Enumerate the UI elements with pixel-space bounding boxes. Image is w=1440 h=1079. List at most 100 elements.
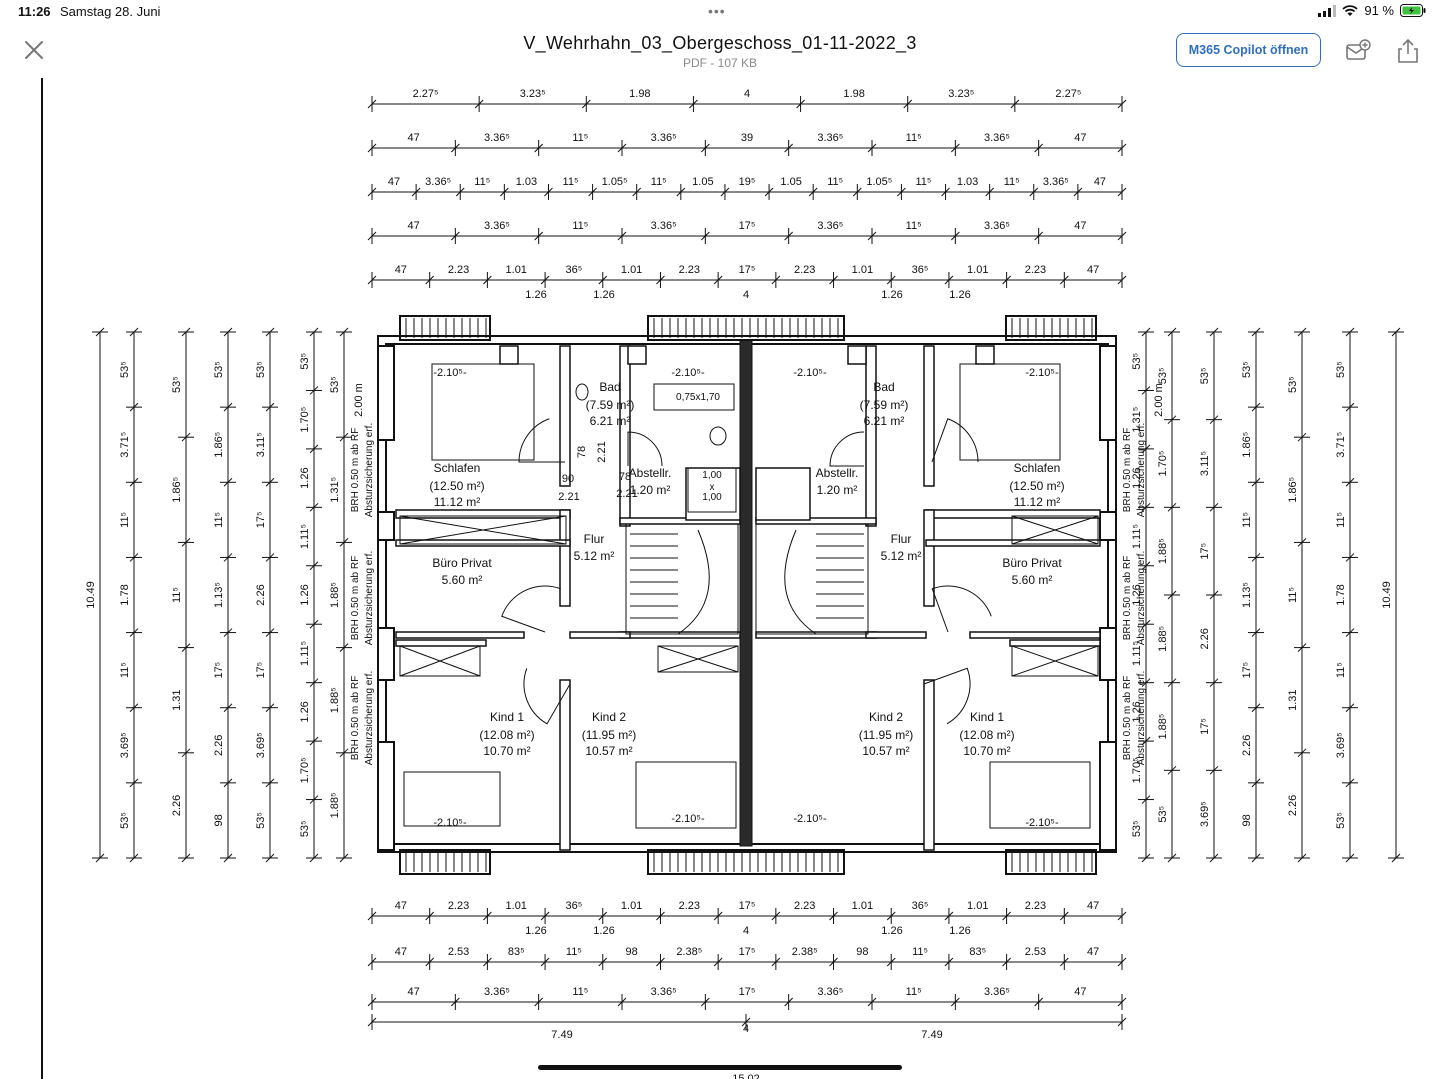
dimension-tick bbox=[1034, 997, 1044, 1007]
dimension-label: 1.26 bbox=[299, 701, 311, 722]
dimension-tick bbox=[181, 327, 191, 337]
dimension-label: 3.69⁵ bbox=[1335, 732, 1347, 758]
dimension-label: 53⁵ bbox=[1157, 806, 1169, 823]
dimension-tick bbox=[1059, 275, 1069, 285]
cabinet-cross bbox=[1011, 515, 1099, 545]
dimension-label: 98 bbox=[213, 814, 225, 826]
room-area-net: 10.57 m² bbox=[862, 744, 909, 758]
dimension-tick bbox=[1297, 748, 1307, 758]
dimension-tick bbox=[1345, 853, 1355, 863]
dimension-label: 11⁵ bbox=[474, 176, 490, 188]
dimension-label: 1.70⁵ bbox=[299, 407, 311, 433]
door-swing bbox=[627, 431, 663, 467]
dimension-label: 1.88⁵ bbox=[1157, 538, 1169, 564]
room-area-net: 11.12 m² bbox=[1014, 495, 1060, 509]
dimension-label: 98 bbox=[1241, 814, 1253, 826]
dimension-label: 4 bbox=[743, 925, 749, 937]
dimension-tick bbox=[1391, 327, 1401, 337]
door-dimension-label: 2.21 bbox=[558, 491, 579, 503]
dimension-tick bbox=[1345, 327, 1355, 337]
room-name: Kind 2 bbox=[592, 710, 626, 724]
dimension-tick bbox=[1209, 590, 1219, 600]
dimension-tick bbox=[829, 275, 838, 285]
dimension-tick bbox=[367, 99, 377, 109]
dimension-label: 1.13⁵ bbox=[1241, 582, 1253, 608]
window-height-label: -2.10⁵- bbox=[433, 367, 467, 379]
window-height-label: -2.10⁵- bbox=[793, 367, 827, 379]
dormer-bottom bbox=[399, 849, 491, 875]
dimension-tick bbox=[540, 275, 550, 285]
home-indicator[interactable] bbox=[538, 1065, 902, 1070]
built-in-cabinet bbox=[1011, 645, 1099, 677]
interior-wall bbox=[975, 345, 995, 365]
dimension-tick bbox=[309, 386, 319, 395]
dimension-label: 39 bbox=[741, 132, 753, 144]
dimension-tick bbox=[676, 187, 686, 197]
dimension-label: 36⁵ bbox=[912, 264, 929, 276]
stair bbox=[755, 523, 869, 635]
dimension-tick bbox=[1167, 765, 1177, 775]
dimension-label: 1.01 bbox=[621, 900, 642, 912]
dimension-tick bbox=[632, 187, 642, 197]
status-bar: 11:26 Samstag 28. Juni ••• 91 % bbox=[0, 0, 1440, 26]
dimension-tick bbox=[367, 143, 377, 153]
dimension-label: 47 bbox=[395, 264, 407, 276]
dimension-label: 3.36⁵ bbox=[484, 132, 510, 144]
dimension-tick bbox=[1117, 275, 1127, 285]
copilot-button[interactable]: M365 Copilot öffnen bbox=[1176, 33, 1321, 67]
dimension-label: 3.36⁵ bbox=[817, 132, 843, 144]
dimension-tick bbox=[1345, 553, 1355, 562]
dimension-label: 3.36⁵ bbox=[484, 986, 510, 998]
status-indicators: 91 % bbox=[1318, 3, 1426, 18]
dimension-label: 11⁵ bbox=[915, 176, 931, 188]
dimension-tick bbox=[339, 538, 349, 547]
dimension-label: 47 bbox=[395, 946, 407, 958]
dimension-tick bbox=[1297, 432, 1307, 442]
dimension-label: 1.26 bbox=[299, 467, 311, 488]
window-height-label: -2.10⁵- bbox=[671, 813, 705, 825]
room-area-gross: (12.08 m²) bbox=[479, 728, 534, 742]
dimension-tick bbox=[897, 187, 906, 197]
dimension-label: 2.23 bbox=[1025, 900, 1046, 912]
dimension-label: 98 bbox=[856, 946, 868, 958]
dimension-tick bbox=[450, 143, 460, 153]
dimension-tick bbox=[985, 187, 995, 197]
party-wall bbox=[739, 339, 753, 847]
dimension-label: 11⁵ bbox=[912, 946, 928, 958]
interior-wall bbox=[395, 639, 487, 647]
dimension-label: 17⁵ bbox=[739, 900, 756, 912]
door-dimension-label: 2.21 bbox=[616, 488, 637, 500]
dimension-label: 1.01 bbox=[506, 264, 527, 276]
sink-icon bbox=[575, 383, 589, 401]
interior-wall bbox=[923, 679, 935, 851]
share-icon[interactable] bbox=[1395, 38, 1421, 64]
cabinet-cross bbox=[657, 645, 739, 673]
dimension-tick bbox=[1141, 561, 1151, 571]
toilet-icon bbox=[709, 426, 727, 446]
dimension-label: 11⁵ bbox=[906, 132, 922, 144]
dimension-label: 3.69⁵ bbox=[119, 732, 131, 758]
dimension-tick bbox=[309, 444, 319, 454]
dimension-label: 1.26 bbox=[949, 289, 970, 301]
dimension-label: 17⁵ bbox=[1199, 718, 1211, 735]
dimension-tick bbox=[483, 275, 492, 285]
dimension-label: 3.36⁵ bbox=[651, 132, 677, 144]
window-height-label: -2.10⁵- bbox=[433, 817, 467, 829]
side-wall-right bbox=[1099, 627, 1117, 681]
dimension-tick bbox=[1209, 327, 1219, 337]
interior-wall bbox=[755, 467, 811, 521]
dimension-label: 3.36⁵ bbox=[817, 220, 843, 232]
mail-add-icon[interactable] bbox=[1345, 38, 1371, 64]
dimension-label: 1.26 bbox=[881, 289, 902, 301]
dimension-label: 1.86⁵ bbox=[171, 477, 183, 503]
dimension-tick bbox=[339, 748, 349, 758]
dimension-tick bbox=[223, 628, 233, 637]
dimension-label: 17⁵ bbox=[255, 662, 267, 679]
dimension-tick bbox=[265, 553, 275, 562]
dimension-tick bbox=[181, 432, 191, 442]
dimension-label: 1.86⁵ bbox=[213, 432, 225, 458]
dimension-label: 47 bbox=[408, 132, 420, 144]
dimension-label: 1.26 bbox=[525, 289, 546, 301]
multitasking-dots-icon[interactable]: ••• bbox=[708, 3, 726, 19]
close-icon[interactable] bbox=[22, 38, 46, 62]
